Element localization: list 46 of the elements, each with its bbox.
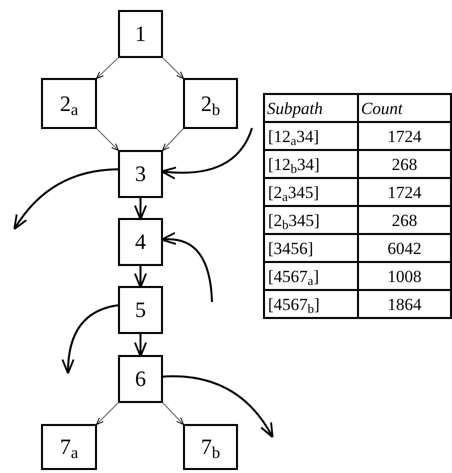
process-box — [118, 10, 163, 58]
arrow — [96, 128, 119, 151]
table-cell: 1724 — [358, 178, 451, 206]
process-box — [183, 78, 238, 129]
table-cell: 1724 — [358, 122, 451, 150]
arrow — [96, 402, 118, 425]
table-cell: [4567$_{b}$] — [264, 290, 358, 318]
table-cell: [2$_{a}$345] — [264, 178, 358, 206]
process-box — [118, 355, 163, 403]
arrow — [134, 266, 147, 288]
table-cell: 6042 — [358, 234, 451, 262]
table-cell: 268 — [358, 150, 451, 178]
node-label: 7$_{b}$ — [200, 436, 220, 458]
table-cell: [12$_{b}$34] — [264, 150, 358, 178]
table-cell: 1008 — [358, 262, 451, 290]
arrow — [96, 58, 118, 79]
arrow — [13, 168, 118, 230]
arrow — [162, 375, 274, 438]
table-cell: [4567$_{a}$] — [264, 262, 358, 290]
arrow — [134, 198, 147, 220]
node-label: 7$_{a}$ — [60, 436, 78, 458]
table-cell: 1864 — [358, 290, 451, 318]
process-box — [118, 150, 163, 198]
column-header: Subpath — [264, 94, 358, 122]
node-label: 2$_{a}$ — [60, 92, 78, 114]
process-box — [183, 424, 238, 470]
process-box — [41, 424, 97, 470]
table-cell: [3456] — [264, 234, 358, 262]
process-box — [118, 286, 163, 334]
table-cell: [2$_{b}$345] — [264, 206, 358, 234]
node-label: 3 — [135, 163, 146, 185]
arrow — [162, 128, 184, 151]
arrow — [62, 304, 118, 374]
arrow — [134, 334, 147, 358]
arrow — [162, 58, 184, 79]
arrow — [162, 402, 184, 425]
node-label: 4 — [135, 231, 146, 253]
table-cell: [12$_{a}$34] — [264, 122, 358, 150]
column-header: Count — [358, 94, 451, 122]
table-cell: 268 — [358, 206, 451, 234]
node-label: 1 — [135, 23, 146, 45]
node-label: 5 — [135, 299, 146, 321]
process-box — [118, 218, 163, 266]
node-label: 2$_{b}$ — [200, 92, 220, 114]
process-box — [41, 78, 97, 129]
node-label: 6 — [135, 368, 146, 390]
